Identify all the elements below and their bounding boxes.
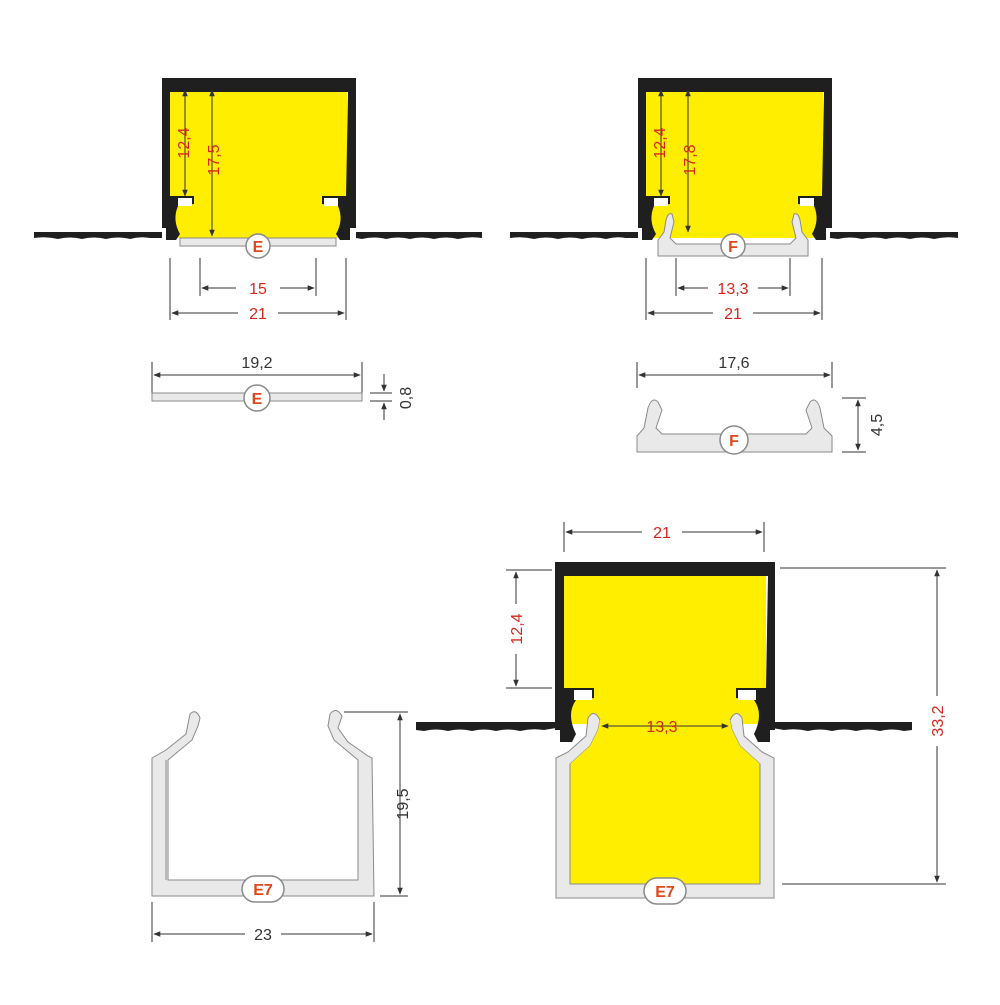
dim-13-3: 13,3 [646, 719, 677, 736]
plasterboard-right [772, 722, 912, 731]
profile-notch-left [642, 196, 670, 240]
badge-f-label: F [728, 239, 738, 256]
view-e-installed: E 12,4 17,5 15 21 [34, 78, 482, 323]
dim-21: 21 [724, 306, 742, 323]
cover-f [657, 213, 809, 257]
profile-notch-right [736, 688, 770, 742]
light-area-upper [564, 574, 766, 724]
dim-13-3: 13,3 [717, 281, 748, 298]
plasterboard-right [356, 232, 482, 239]
badge-pill [643, 877, 687, 905]
dim-21: 21 [249, 306, 267, 323]
dim-17-5: 17,5 [206, 144, 223, 175]
badge-circle [719, 425, 749, 455]
dim-33-2: 33,2 [930, 705, 947, 736]
profile-notch-right [322, 196, 350, 240]
light-area-lower [570, 720, 760, 884]
dim-19-5: 19,5 [395, 788, 412, 819]
dim-4-5: 4,5 [869, 414, 886, 436]
view-e7-cover: E7 19,5 23 [151, 710, 412, 944]
cover-f-shape [636, 399, 833, 453]
light-area [645, 86, 823, 238]
view-f-installed: F 12,4 17,8 13,3 21 [510, 78, 958, 323]
dim-15: 15 [249, 281, 267, 298]
view-e-cover: 19,2 E 0,8 [151, 355, 415, 420]
dim-19-2: 19,2 [241, 355, 272, 372]
plasterboard-left [510, 232, 638, 239]
dim-0-8: 0,8 [398, 387, 415, 409]
badge-f-label: F [729, 433, 739, 450]
badge-circle [245, 233, 271, 259]
dim-17-8: 17,8 [682, 144, 699, 175]
dim-23: 23 [254, 927, 272, 944]
badge-e-label: E [253, 239, 264, 256]
clip-left [654, 198, 668, 206]
dim-12-4: 12,4 [509, 613, 526, 644]
dim-17-6: 17,6 [718, 355, 749, 372]
view-f-cover: 17,6 F 4,5 [636, 355, 886, 455]
dim-12-4: 12,4 [652, 127, 669, 158]
view-e7-installed: E7 21 12,4 13,3 33,2 [416, 522, 948, 905]
profile-notch-left [560, 688, 594, 742]
badge-circle [243, 384, 271, 412]
badge-e7-label: E7 [655, 884, 675, 901]
badge-circle [720, 233, 746, 259]
clip-right [738, 690, 756, 700]
dim-21: 21 [653, 525, 671, 542]
profile-notch-left [166, 196, 194, 240]
badge-e7-label: E7 [253, 882, 273, 899]
badge-pill [241, 875, 285, 903]
clip-left [574, 690, 592, 700]
plasterboard-left [416, 722, 556, 731]
light-area [169, 86, 347, 238]
clip-right [800, 198, 814, 206]
plasterboard-left [34, 232, 162, 239]
clip-left [178, 198, 192, 206]
badge-e-label: E [252, 391, 263, 408]
profile-notch-right [798, 196, 826, 240]
dim-12-4: 12,4 [176, 127, 193, 158]
plasterboard-right [830, 232, 958, 239]
clip-right [324, 198, 338, 206]
cover-e7-shape [151, 710, 375, 897]
